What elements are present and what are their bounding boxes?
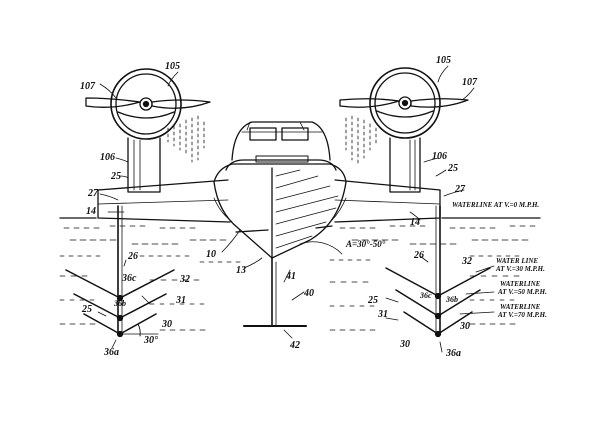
label-107-right: 107 bbox=[462, 77, 477, 88]
label-31-right: 31 bbox=[378, 309, 388, 320]
waterline-v0 bbox=[59, 217, 541, 233]
note-waterline-70mph-line1: WATERLINE bbox=[500, 303, 541, 311]
left-wing bbox=[97, 189, 231, 223]
label-10: 10 bbox=[206, 249, 216, 260]
label-30-left: 30 bbox=[162, 319, 172, 330]
label-14-left: 14 bbox=[86, 206, 96, 217]
label-25-right-upper: 25 bbox=[448, 163, 458, 174]
label-105-left: 105 bbox=[165, 61, 180, 72]
right-engine bbox=[339, 67, 469, 193]
right-hydrofoil bbox=[385, 205, 495, 338]
note-waterline-70mph-line2: AT V.=70 M.P.H. bbox=[498, 311, 547, 319]
label-41: 41 bbox=[286, 271, 296, 282]
left-engine bbox=[85, 68, 211, 193]
label-32-right: 32 bbox=[462, 256, 472, 267]
note-waterline-30mph-line2: AT V.=30 M.P.H. bbox=[496, 265, 545, 273]
label-14-right: 14 bbox=[410, 217, 420, 228]
label-31-left: 31 bbox=[176, 295, 186, 306]
cockpit-window bbox=[249, 127, 277, 141]
note-waterline-30mph-line1: WATER LINE bbox=[496, 257, 539, 265]
label-25-left-upper: 25 bbox=[111, 171, 121, 182]
leader-lines bbox=[97, 65, 475, 353]
right-propeller-blade bbox=[410, 98, 469, 108]
wings bbox=[97, 179, 441, 223]
left-nacelle bbox=[127, 137, 161, 193]
left-propeller-blade bbox=[85, 97, 141, 108]
label-106-left: 106 bbox=[100, 152, 115, 163]
left-hydrofoil bbox=[65, 205, 175, 338]
label-105-right: 105 bbox=[436, 55, 451, 66]
label-36c-right: 36c bbox=[420, 291, 432, 300]
cockpit-window bbox=[281, 127, 309, 141]
left-propeller-blade bbox=[151, 99, 211, 109]
label-106-right: 106 bbox=[432, 151, 447, 162]
note-waterline-0mph: WATERLINE AT V.=0 M.P.H. bbox=[452, 201, 540, 209]
label-42: 42 bbox=[290, 340, 300, 351]
label-40: 40 bbox=[304, 288, 314, 299]
label-36a-right: 36a bbox=[446, 348, 461, 359]
water bbox=[59, 217, 541, 331]
label-36a-left: 36a bbox=[104, 347, 119, 358]
label-30-right-b: 30 bbox=[460, 321, 470, 332]
note-waterline-50mph-line2: AT V.=50 M.P.H. bbox=[498, 288, 547, 296]
label-27-right: 27 bbox=[455, 184, 465, 195]
label-angle-30: 30° bbox=[144, 335, 158, 346]
label-36b-left: 36b bbox=[114, 299, 126, 308]
label-27-left: 27 bbox=[88, 188, 98, 199]
label-36c-left: 36c bbox=[122, 273, 137, 284]
label-13: 13 bbox=[236, 265, 246, 276]
right-propeller-blade bbox=[339, 98, 400, 108]
label-26-right: 26 bbox=[414, 250, 424, 261]
label-25-left-lower: 25 bbox=[82, 304, 92, 315]
note-waterline-50mph-line1: WATERLINE bbox=[500, 280, 541, 288]
label-30-right-a: 30 bbox=[400, 339, 410, 350]
right-nacelle bbox=[389, 137, 421, 193]
label-32-left: 32 bbox=[180, 274, 190, 285]
fuselage bbox=[213, 121, 347, 259]
right-wing bbox=[334, 189, 441, 223]
label-25-right-lower: 25 bbox=[368, 295, 378, 306]
label-26-left: 26 bbox=[128, 251, 138, 262]
label-107-left: 107 bbox=[80, 81, 95, 92]
center-hydrofoil bbox=[243, 241, 343, 327]
label-36b-right: 36b bbox=[446, 295, 458, 304]
label-angle-a: A=30°-50° bbox=[346, 239, 386, 249]
